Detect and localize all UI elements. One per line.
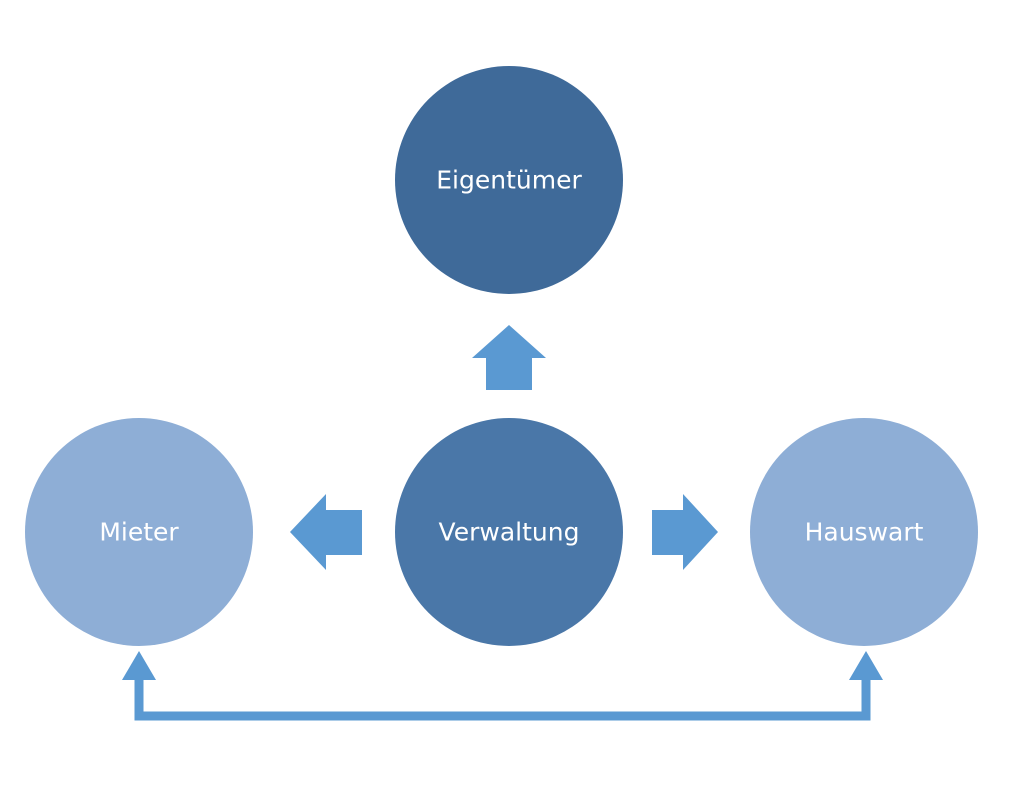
connector-line [134,672,871,721]
node-eigentuemer: Eigentümer [395,66,623,294]
node-hauswart-label: Hauswart [805,518,924,547]
node-eigentuemer-label: Eigentümer [436,166,582,195]
node-verwaltung-circle [395,418,623,646]
connector-arrowhead-mieter [122,651,156,680]
node-verwaltung-label: Verwaltung [439,518,580,547]
connector-arrowhead-hauswart [849,651,883,680]
node-mieter-circle [25,418,253,646]
node-verwaltung: Verwaltung [395,418,623,646]
node-mieter: Mieter [25,418,253,646]
node-hauswart-circle [750,418,978,646]
arrow-up-to-eigentuemer [472,325,546,390]
node-eigentuemer-circle [395,66,623,294]
arrow-left-to-mieter [290,494,362,570]
connector-mieter-hauswart [122,651,883,721]
arrow-right-to-hauswart [652,494,718,570]
node-hauswart: Hauswart [750,418,978,646]
node-mieter-label: Mieter [99,518,179,547]
